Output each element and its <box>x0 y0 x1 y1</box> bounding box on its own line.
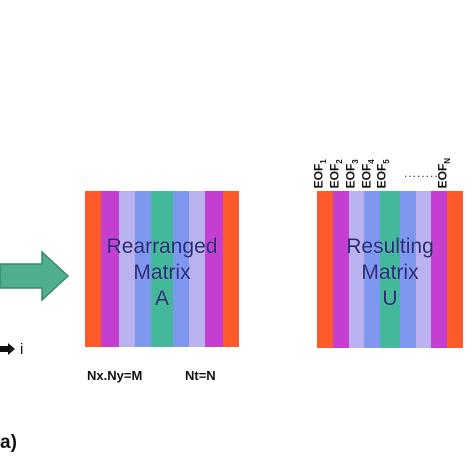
matrix-a-line-1: Rearranged <box>106 235 218 258</box>
matrix-stripe <box>205 191 223 347</box>
matrix-u-line-2: Matrix <box>361 261 419 284</box>
matrix-stripe <box>431 191 447 348</box>
transition-arrow <box>0 250 70 302</box>
matrix-stripe <box>173 191 189 347</box>
matrix-stripe <box>447 191 463 348</box>
eof-label: EOF4 <box>359 159 376 189</box>
dimension-left-label: Nx.Ny=M <box>87 368 143 383</box>
resulting-matrix-u <box>317 191 463 348</box>
matrix-u-label: Resulting Matrix U <box>317 233 463 323</box>
matrix-stripe <box>119 191 135 347</box>
axis-arrow-icon <box>0 343 15 355</box>
eof-label: EOF1 <box>311 159 328 189</box>
matrix-stripe <box>416 191 431 348</box>
matrix-u-line-3: U <box>382 287 398 310</box>
dimension-right-label: Nt=N <box>185 368 216 383</box>
matrix-stripe <box>223 191 239 347</box>
matrix-stripe <box>85 191 101 347</box>
matrix-stripe <box>317 191 333 348</box>
matrix-a-line-3: A <box>154 287 169 310</box>
matrix-a-line-2: Matrix <box>133 261 191 284</box>
axis-label: i <box>20 341 24 358</box>
panel-label: a) <box>0 432 17 453</box>
matrix-u-line-1: Resulting <box>346 235 434 258</box>
eof-label: EOF3 <box>343 159 360 189</box>
matrix-stripe <box>349 191 364 348</box>
matrix-stripe <box>135 191 151 347</box>
matrix-stripe <box>101 191 119 347</box>
matrix-stripe <box>151 191 173 347</box>
matrix-stripe <box>400 191 416 348</box>
eof-label: EOF5 <box>374 159 391 189</box>
rearranged-matrix-a <box>85 191 239 347</box>
eof-label: EOF2 <box>327 159 344 189</box>
matrix-stripe <box>189 191 205 347</box>
matrix-stripe <box>333 191 349 348</box>
matrix-a-label: Rearranged Matrix A <box>85 233 239 323</box>
eof-dots: ........ <box>404 166 439 180</box>
matrix-stripe <box>380 191 400 348</box>
matrix-stripe <box>364 191 380 348</box>
